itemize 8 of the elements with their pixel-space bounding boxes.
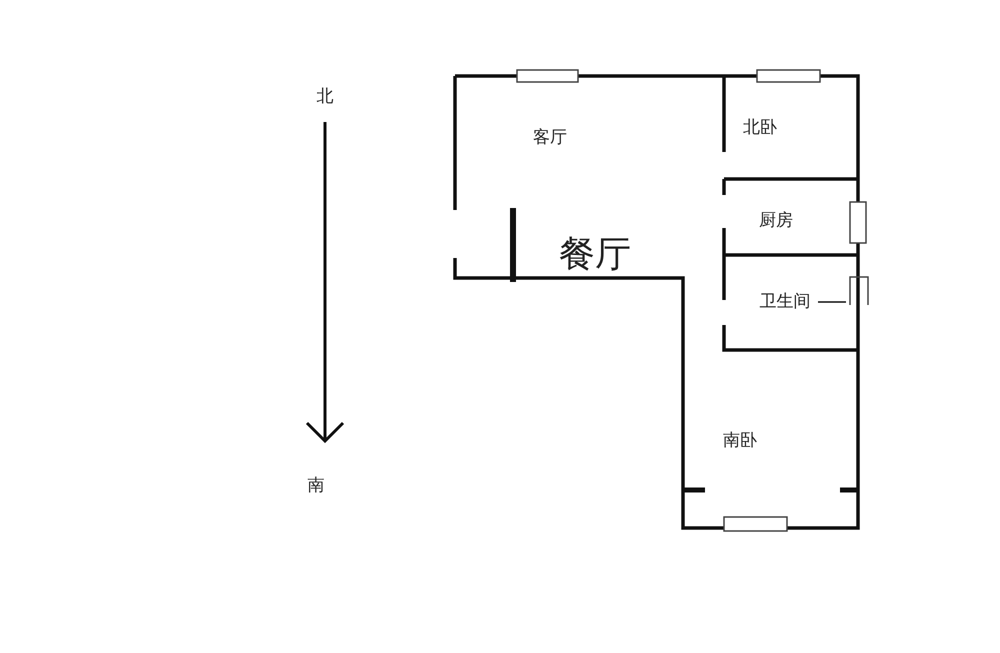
room-label: 卫生间: [760, 294, 810, 310]
room-label: 南卧: [723, 432, 757, 450]
room-label: 餐厅: [559, 237, 631, 273]
room-label: 厨房: [759, 212, 793, 230]
room-label: 客厅: [533, 130, 567, 146]
room-label: 北卧: [743, 120, 777, 136]
compass-label: 南: [308, 478, 324, 494]
compass-label: 北: [316, 88, 334, 106]
